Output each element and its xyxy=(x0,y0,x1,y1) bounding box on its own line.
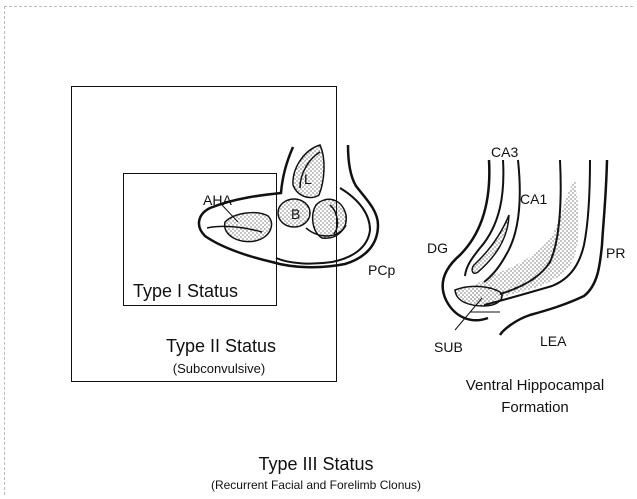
type2-status-title: Type II Status xyxy=(166,337,276,355)
hippocampus-title-line2: Formation xyxy=(501,400,569,415)
label-ca3: CA3 xyxy=(491,145,518,159)
type3-status-subtitle: (Recurrent Facial and Forelimb Clonus) xyxy=(211,479,421,491)
type2-status-subtitle: (Subconvulsive) xyxy=(173,362,266,375)
label-sub: SUB xyxy=(434,340,463,354)
label-ca1: CA1 xyxy=(520,192,547,206)
label-dg: DG xyxy=(427,241,448,255)
label-aha: AHA xyxy=(203,193,232,207)
label-b: B xyxy=(291,207,300,221)
hippocampus-title-line1: Ventral Hippocampal xyxy=(466,378,604,393)
label-lea: LEA xyxy=(540,334,566,348)
label-l: L xyxy=(304,172,312,186)
hippocampus-drawing xyxy=(443,160,607,335)
label-pr: PR xyxy=(606,246,625,260)
type1-status-title: Type I Status xyxy=(133,282,238,300)
type3-status-title: Type III Status xyxy=(258,455,373,473)
label-pcp: PCp xyxy=(368,263,395,277)
